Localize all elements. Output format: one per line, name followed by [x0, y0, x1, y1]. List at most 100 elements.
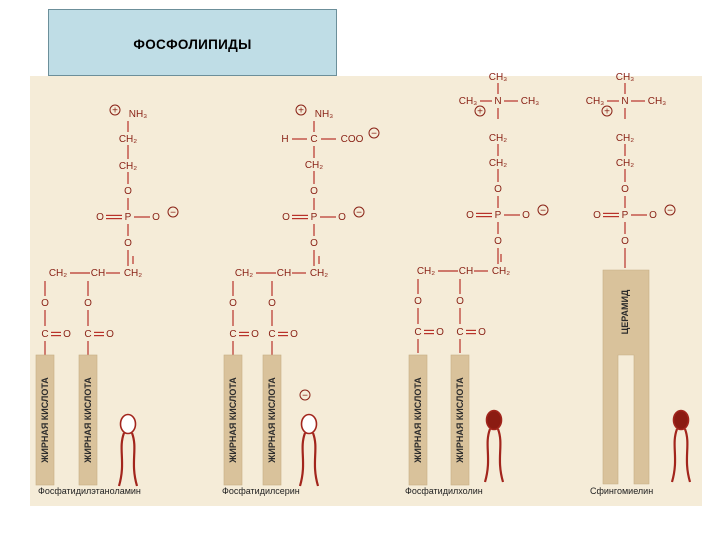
charge-minus-icon: − [356, 208, 362, 219]
methyl-label: CH₃ [459, 96, 478, 107]
methyl-label: CH₃ [586, 96, 605, 107]
phosphorus-label: P [622, 210, 629, 221]
ester-oxygen-label: O [414, 296, 422, 307]
oxygen-label: O [466, 210, 474, 221]
molecule-name: Фосфатидилсерин [222, 486, 300, 496]
ch2-label: CH₂ [616, 133, 634, 144]
ch2-label: CH₂ [489, 133, 507, 144]
fatty-acid-label: ЖИРНАЯ КИСЛОТА [455, 377, 465, 464]
oxygen-label: O [494, 236, 502, 247]
charge-minus-icon: − [371, 129, 377, 140]
glycerol-ch2-label: CH₂ [235, 268, 253, 279]
lipid-head-icon [485, 409, 503, 431]
carbonyl-carbon-label: C [84, 329, 91, 340]
charge-plus-icon: + [112, 106, 118, 117]
ch2-label: CH₂ [119, 134, 137, 145]
lipid-tail-icon [670, 428, 679, 483]
carbonyl-oxygen-label: O [290, 329, 298, 340]
oxygen-label: O [96, 212, 104, 223]
fatty-acid-label-bar [262, 354, 282, 486]
charge-plus-icon: + [298, 106, 304, 117]
amine-label: NH₃ [129, 109, 148, 120]
lipid-tail-icon [130, 432, 139, 487]
lipid-tail-icon [496, 428, 505, 483]
carbonyl-carbon-label: C [414, 327, 421, 338]
carbonyl-carbon-label: C [456, 327, 463, 338]
fatty-acid-label-bar [450, 354, 470, 486]
fatty-acid-label: ЖИРНАЯ КИСЛОТА [267, 377, 277, 464]
carbonyl-oxygen-label: O [251, 329, 259, 340]
lipid-tail-icon [683, 428, 692, 483]
carbonyl-carbon-label: C [41, 329, 48, 340]
page-background [30, 76, 702, 506]
lipid-head-icon [672, 409, 690, 431]
charge-plus-icon-ring [109, 104, 121, 116]
lipid-tail-icon [483, 428, 492, 483]
charge-minus-icon: − [667, 206, 673, 217]
carbonyl-carbon-label: C [229, 329, 236, 340]
carbonyl-oxygen-label: O [478, 327, 486, 338]
ester-oxygen-label: O [456, 296, 464, 307]
ch2-label: CH₂ [616, 158, 634, 169]
glycerol-ch2-label: CH₂ [49, 268, 67, 279]
oxygen-label: O [124, 186, 132, 197]
fatty-acid-label-bar [223, 354, 243, 486]
ester-oxygen-label: O [84, 298, 92, 309]
fatty-acid-label: ЖИРНАЯ КИСЛОТА [40, 377, 50, 464]
lipid-head-icon [119, 413, 137, 435]
glycerol-ch2-label: CH₂ [310, 268, 328, 279]
carbonyl-oxygen-label: O [106, 329, 114, 340]
glycerol-ch-label: CH [459, 266, 473, 277]
phosphorus-label: P [495, 210, 502, 221]
hydrogen-label: H [281, 134, 288, 145]
charge-plus-icon-ring [295, 104, 307, 116]
nitrogen-label: N [621, 96, 628, 107]
ester-oxygen-label: O [41, 298, 49, 309]
oxygen-label: O [152, 212, 160, 223]
methyl-label: CH₃ [648, 96, 667, 107]
ester-oxygen-label: O [268, 298, 276, 309]
glycerol-ch2-label: CH₂ [124, 268, 142, 279]
title-box: ФОСФОЛИПИДЫ [48, 9, 337, 76]
molecule-name: Сфингомиелин [590, 486, 653, 496]
oxygen-label: O [124, 238, 132, 249]
lipid-tail-icon [117, 432, 126, 487]
charge-minus-icon-ring [353, 206, 365, 218]
glycerol-ch2-label: CH₂ [492, 266, 510, 277]
charge-minus-icon: − [170, 208, 176, 219]
ch2-label: CH₂ [119, 161, 137, 172]
oxygen-label: O [338, 212, 346, 223]
oxygen-label: O [593, 210, 601, 221]
ceramide-bar [602, 269, 650, 485]
ester-oxygen-label: O [229, 298, 237, 309]
ch2-label: CH₂ [305, 160, 323, 171]
molecule-name: Фосфатидилэтаноламин [38, 486, 141, 496]
phosphorus-label: P [311, 212, 318, 223]
amine-label: NH₃ [315, 109, 334, 120]
fatty-acid-label-bar [78, 354, 98, 486]
oxygen-label: O [522, 210, 530, 221]
methyl-label: CH₃ [616, 72, 635, 83]
charge-minus-icon-ring [664, 204, 676, 216]
glycerol-ch-label: CH [277, 268, 291, 279]
charge-minus-icon: − [302, 391, 308, 402]
phosphorus-label: P [125, 212, 132, 223]
glycerol-ch-label: CH [91, 268, 105, 279]
fatty-acid-label: ЖИРНАЯ КИСЛОТА [228, 377, 238, 464]
charge-minus-icon-ring [167, 206, 179, 218]
ch2-label: CH₂ [489, 158, 507, 169]
lipid-head-icon [300, 413, 318, 435]
nitrogen-label: N [494, 96, 501, 107]
charge-minus-icon-ring [299, 389, 311, 401]
oxygen-label: O [310, 186, 318, 197]
fatty-acid-label: ЖИРНАЯ КИСЛОТА [413, 377, 423, 464]
alpha-carbon-label: C [310, 134, 317, 145]
charge-plus-icon: + [477, 107, 483, 118]
charge-plus-icon-ring [474, 105, 486, 117]
charge-plus-icon-ring [601, 105, 613, 117]
fatty-acid-label-bar [35, 354, 55, 486]
